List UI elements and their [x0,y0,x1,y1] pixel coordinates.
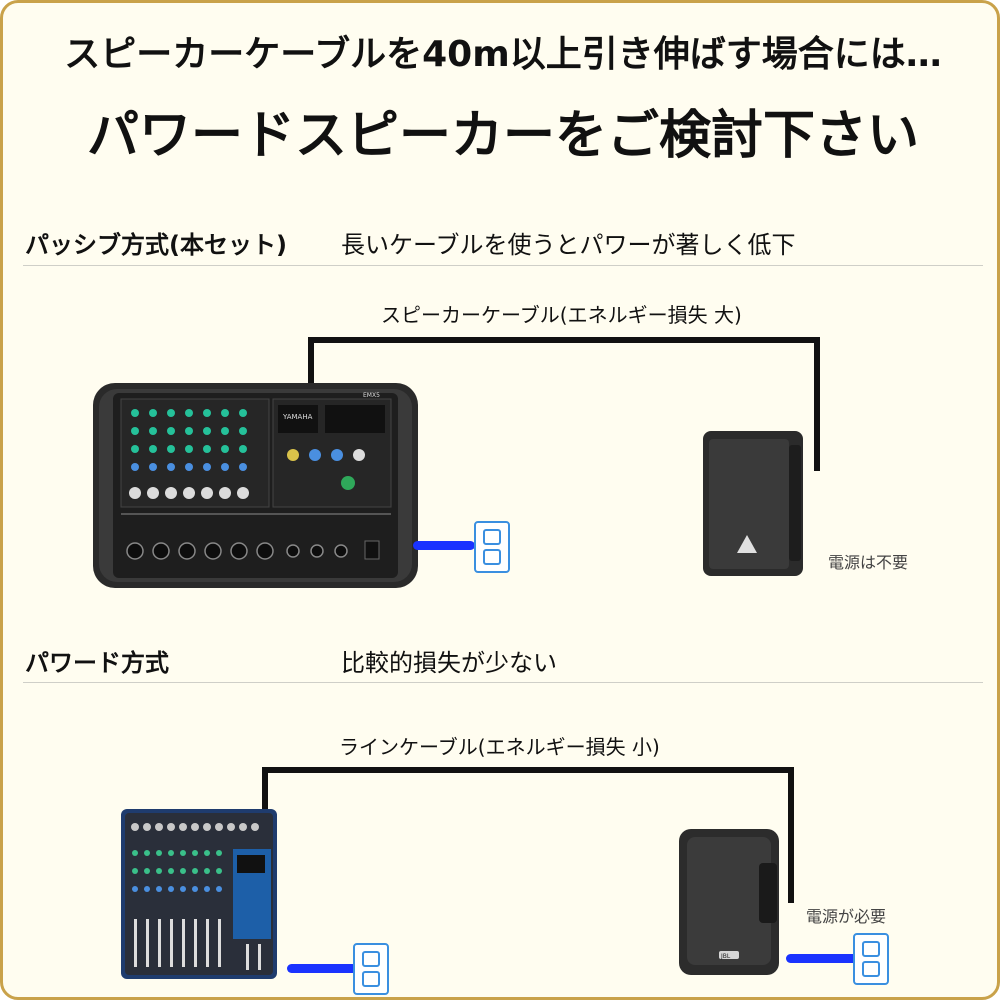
analog-mixer-wall-outlet [353,943,389,995]
powered-divider [23,682,983,683]
mixer-brand-text: YAMAHA [282,413,313,421]
speaker-wall-outlet [853,933,889,985]
passive-divider [23,265,983,266]
powered-speaker-image: JBL [679,829,779,975]
mixer-wall-outlet [474,521,510,573]
analog-mixer-image [121,809,277,979]
powered-section-title: パワード方式 [25,649,169,677]
passive-speaker-note: 電源は不要 [828,553,909,572]
speaker-brand-text: JBL [720,953,731,960]
headline-condition: スピーカーケーブルを40m以上引き伸ばす場合には… [64,34,942,75]
passive-section-description: 長いケーブルを使うとパワーが著しく低下 [341,231,796,259]
headline-recommendation: パワードスピーカーをご検討下さい [86,106,919,166]
powered-mixer-image: YAMAHA EMX5 [93,383,418,588]
speaker-power-cord [786,954,858,963]
mixer-model-text: EMX5 [363,392,380,399]
speaker-cable-label: スピーカーケーブル(エネルギー損失 大) [381,303,742,327]
passive-speaker-image [703,431,803,576]
line-cable-label: ラインケーブル(エネルギー損失 小) [339,735,660,759]
passive-section-title: パッシブ方式(本セット) [25,231,287,259]
mixer-power-cord [413,541,475,550]
powered-speaker-note: 電源が必要 [806,907,887,926]
powered-section-description: 比較的損失が少ない [341,649,557,677]
analog-mixer-power-cord [287,964,357,973]
